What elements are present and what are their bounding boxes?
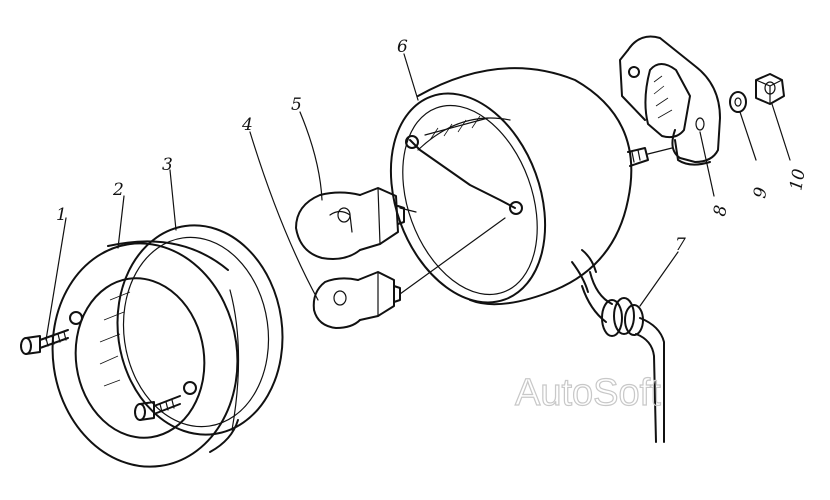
callout-3: 3	[162, 155, 173, 175]
callout-2: 2	[112, 180, 124, 200]
callout-5: 5	[291, 95, 302, 115]
callout-8: 8	[710, 204, 732, 218]
part-gasket	[116, 224, 284, 436]
part-bulb-lower	[312, 271, 401, 329]
part-rim	[51, 240, 240, 468]
callout-10: 10	[786, 167, 809, 192]
watermark: AutoSoft	[515, 372, 661, 414]
part-bracket	[619, 35, 721, 166]
part-cable	[581, 271, 665, 443]
callouts: 1 2 3 4 5 6 7 8 9 10	[56, 37, 810, 255]
part-nut	[755, 73, 785, 105]
part-washer	[729, 91, 747, 113]
callout-9: 9	[750, 186, 772, 200]
part-bulb-upper	[295, 187, 405, 260]
part-housing	[389, 67, 649, 306]
part-screws	[20, 329, 181, 421]
callout-7: 7	[675, 235, 686, 255]
callout-6: 6	[397, 37, 408, 57]
leader-lines	[45, 53, 791, 341]
callout-1: 1	[56, 205, 67, 225]
callout-4: 4	[241, 115, 253, 135]
